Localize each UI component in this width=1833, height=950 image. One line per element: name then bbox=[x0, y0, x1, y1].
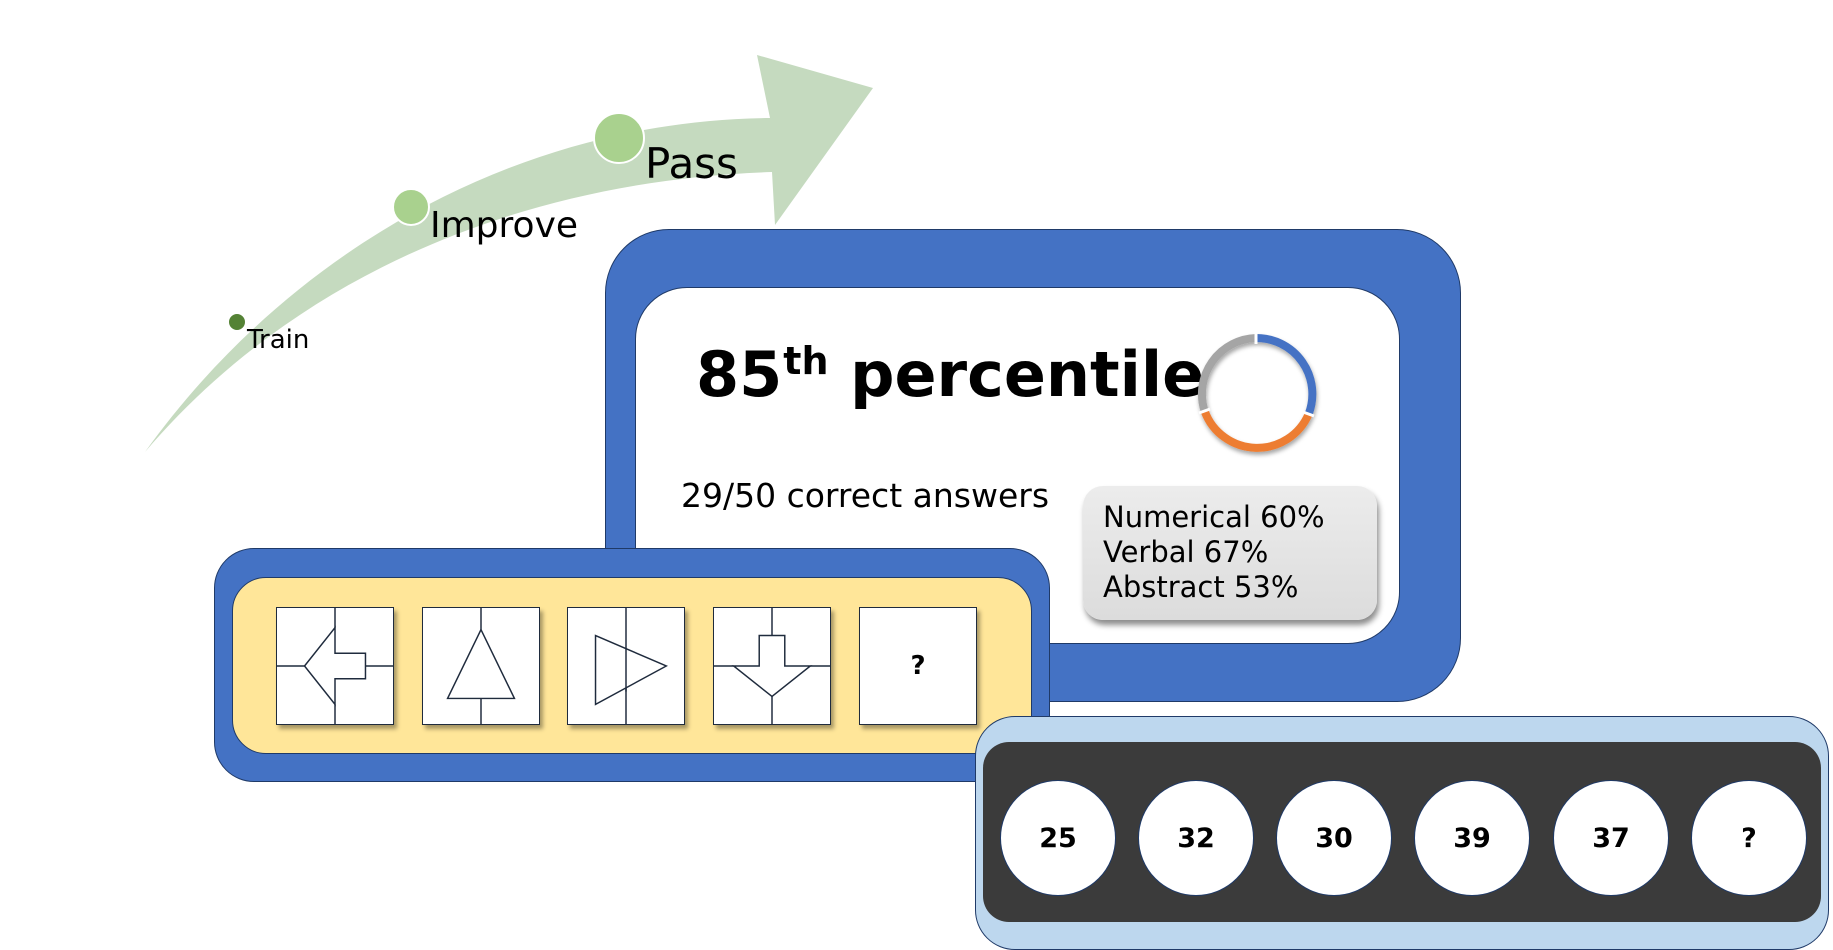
breakdown-verbal: Verbal 67% bbox=[1103, 535, 1269, 569]
donut-segment-orange bbox=[1200, 409, 1313, 452]
stage-dot-improve bbox=[392, 188, 430, 226]
donut-divider bbox=[1198, 407, 1211, 415]
arrow-down-shape-icon bbox=[714, 608, 830, 724]
percentile-suffix: th bbox=[783, 339, 829, 383]
percentile-word: percentile bbox=[850, 338, 1205, 411]
number-circle: 39 bbox=[1414, 780, 1530, 896]
growth-arrow bbox=[145, 55, 873, 452]
percentile-heading: 85th percentile bbox=[696, 338, 1204, 411]
stage-dot-train bbox=[227, 312, 247, 332]
sequence-tile-4 bbox=[713, 607, 831, 725]
stage-label-improve: Improve bbox=[430, 205, 579, 246]
sequence-tile-3 bbox=[567, 607, 685, 725]
percentile-value: 85 bbox=[696, 338, 783, 411]
number-series-panel bbox=[983, 742, 1821, 922]
donut-segment-blue bbox=[1255, 333, 1317, 416]
donut-segment-gray bbox=[1197, 334, 1257, 413]
stage-dot-pass bbox=[593, 112, 645, 164]
sequence-tile-question: ? bbox=[859, 607, 977, 725]
score-breakdown-box: Numerical 60% Verbal 67% Abstract 53% bbox=[1083, 486, 1377, 620]
number-circle: 30 bbox=[1276, 780, 1392, 896]
donut-divider bbox=[1302, 410, 1315, 418]
number-circle-question: ? bbox=[1691, 780, 1807, 896]
number-circle: 32 bbox=[1138, 780, 1254, 896]
sequence-tile-2 bbox=[422, 607, 540, 725]
arrow-shape bbox=[145, 55, 873, 452]
stage-label-pass: Pass bbox=[645, 139, 738, 188]
question-mark: ? bbox=[910, 651, 926, 681]
breakdown-abstract: Abstract 53% bbox=[1103, 570, 1299, 604]
triangle-up-shape-icon bbox=[446, 608, 516, 724]
correct-answers: 29/50 correct answers bbox=[681, 476, 1050, 515]
number-circle: 37 bbox=[1553, 780, 1669, 896]
sequence-tile-1 bbox=[276, 607, 394, 725]
breakdown-numerical: Numerical 60% bbox=[1103, 500, 1325, 534]
arrow-left-shape-icon bbox=[277, 608, 393, 724]
stage-label-train: Train bbox=[247, 325, 310, 355]
number-circle: 25 bbox=[1000, 780, 1116, 896]
triangle-right-shape-icon bbox=[594, 608, 668, 724]
score-donut-chart bbox=[1197, 332, 1317, 452]
